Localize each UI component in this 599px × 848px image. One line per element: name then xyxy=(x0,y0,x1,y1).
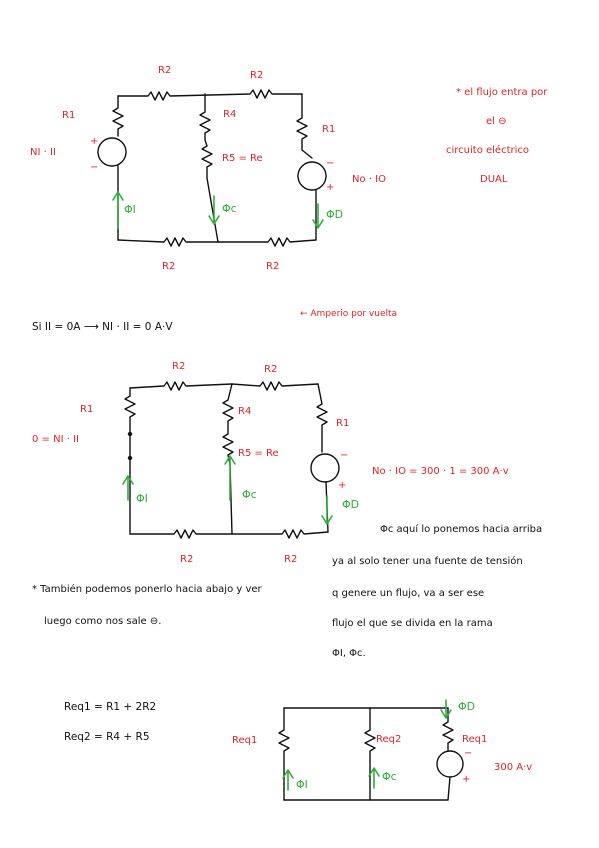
c2-bottom-wire xyxy=(129,529,329,539)
c2-plus-sign: + xyxy=(338,480,346,491)
c1-phi-d-label: ΦD xyxy=(326,208,343,221)
phic-note-line-5: ΦI, Φc. xyxy=(332,648,366,659)
c3-plus-sign: + xyxy=(462,774,470,785)
c2-r5-label: R5 = Re xyxy=(238,448,279,459)
phic-note-line-2: ya al solo tener una fuente de tensión xyxy=(332,555,523,567)
c3-left-branch xyxy=(278,707,290,801)
c1-top-wire xyxy=(117,89,303,101)
dual-note-line-2: el ⊖ xyxy=(486,116,507,127)
c1-source-right xyxy=(297,161,327,191)
c3-minus-sign: − xyxy=(464,748,472,759)
c1-right-branch-top xyxy=(296,93,313,159)
c2-phi-i-label: ΦI xyxy=(136,492,148,505)
c2-r1-left-label: R1 xyxy=(80,404,93,415)
phic-note-line-3: q genere un flujo, va a ser ese xyxy=(332,588,484,599)
phic-note-line-1: Φc aquí lo ponemos hacia arriba xyxy=(380,523,542,535)
c1-r1-left-label: R1 xyxy=(62,110,75,121)
c1-r2-top-right-label: R2 xyxy=(250,70,263,81)
c2-r1-right-label: R1 xyxy=(336,418,349,429)
c2-left-branch xyxy=(124,387,136,535)
equation-line: Si II = 0A ⟶ NI · II = 0 A·V xyxy=(32,321,173,333)
c1-right-plus-sign: + xyxy=(326,182,334,193)
c3-right-branch-top xyxy=(442,707,454,751)
phic-note-line-4: flujo el que se divida en la rama xyxy=(332,618,493,629)
c1-phi-c-label: Φc xyxy=(222,202,237,215)
c1-r2-bottom-left-label: R2 xyxy=(162,261,175,272)
c2-r2-bottom-left-label: R2 xyxy=(180,554,193,565)
dual-note-line-3: circuito eléctrico xyxy=(446,144,529,156)
c2-middle-branch xyxy=(222,383,234,535)
c1-right-minus-sign: − xyxy=(326,158,334,169)
c1-r1-right-label: R1 xyxy=(322,124,335,135)
c3-source xyxy=(436,750,464,778)
tambien-note-line-2: luego como nos sale ⊖. xyxy=(44,616,161,627)
c3-right-branch-bottom xyxy=(447,776,451,801)
circuit-3 xyxy=(278,699,464,801)
c2-top-wire xyxy=(129,381,319,391)
c2-r2-bottom-right-label: R2 xyxy=(284,554,297,565)
c2-zero-equation: 0 = NI · II xyxy=(32,434,79,445)
c2-right-branch-top xyxy=(316,383,328,453)
c1-r2-top-left-label: R2 xyxy=(158,65,171,76)
c2-minus-sign: − xyxy=(340,450,348,461)
c1-minus-sign: − xyxy=(90,162,98,173)
c1-no-io-label: No · IO xyxy=(352,174,386,185)
c3-req1-left-label: Req1 xyxy=(232,735,257,746)
c3-phi-d-arrow xyxy=(440,699,452,719)
c2-no-io-equation: No · IO = 300 · 1 = 300 A·v xyxy=(372,466,509,477)
c1-r5-label: R5 = Re xyxy=(222,153,263,164)
req2-equation: Req2 = R4 + R5 xyxy=(64,731,150,743)
circuit-2 xyxy=(122,381,340,539)
c3-middle-branch xyxy=(364,707,376,801)
c2-phi-c-arrow xyxy=(224,455,236,501)
c1-plus-sign: + xyxy=(90,136,98,147)
c1-r4-label: R4 xyxy=(223,109,236,120)
dual-note-line-1: * el flujo entra por xyxy=(456,87,548,98)
c1-ni-ii-label: NI · II xyxy=(30,147,56,158)
c1-phi-i-label: ΦI xyxy=(124,203,136,216)
c2-phi-i-arrow xyxy=(122,475,134,501)
c2-phi-d-arrow xyxy=(321,495,333,525)
c2-r2-top-left-label: R2 xyxy=(172,361,185,372)
c2-left-node-top xyxy=(127,431,133,437)
c2-r2-top-right-label: R2 xyxy=(264,364,277,375)
c1-phi-i-arrow xyxy=(112,191,124,229)
c2-left-node-bottom xyxy=(127,455,133,461)
c1-middle-branch xyxy=(199,93,219,243)
c3-phi-c-label: Φc xyxy=(382,770,397,783)
equation-annotation: ← Amperio por vuelta xyxy=(300,309,397,319)
c3-phi-i-arrow xyxy=(282,769,294,791)
tambien-note-line-1: * También podemos ponerlo hacia abajo y … xyxy=(32,583,263,595)
c1-r2-bottom-right-label: R2 xyxy=(266,261,279,272)
c3-req1-right-label: Req1 xyxy=(462,734,487,745)
c1-left-branch-top xyxy=(112,95,124,137)
c2-phi-c-label: Φc xyxy=(242,488,257,501)
c1-source-left xyxy=(97,137,127,167)
req1-equation: Req1 = R1 + 2R2 xyxy=(64,701,156,713)
c2-source-right xyxy=(310,453,340,483)
c2-r4-label: R4 xyxy=(238,406,251,417)
c2-phi-d-label: ΦD xyxy=(342,498,359,511)
c1-phi-c-arrow xyxy=(208,195,220,225)
c1-bottom-wire xyxy=(117,237,317,247)
dual-note-line-4: DUAL xyxy=(480,174,508,185)
c3-frame xyxy=(283,707,449,801)
c3-phi-d-label: ΦD xyxy=(458,700,475,713)
c1-phi-d-arrow xyxy=(312,203,324,229)
c3-req2-label: Req2 xyxy=(376,734,401,745)
circuit-1 xyxy=(97,89,327,247)
c3-value-label: 300 A·v xyxy=(494,762,532,773)
c3-phi-c-arrow xyxy=(368,767,380,789)
c3-phi-i-label: ΦI xyxy=(296,778,308,791)
